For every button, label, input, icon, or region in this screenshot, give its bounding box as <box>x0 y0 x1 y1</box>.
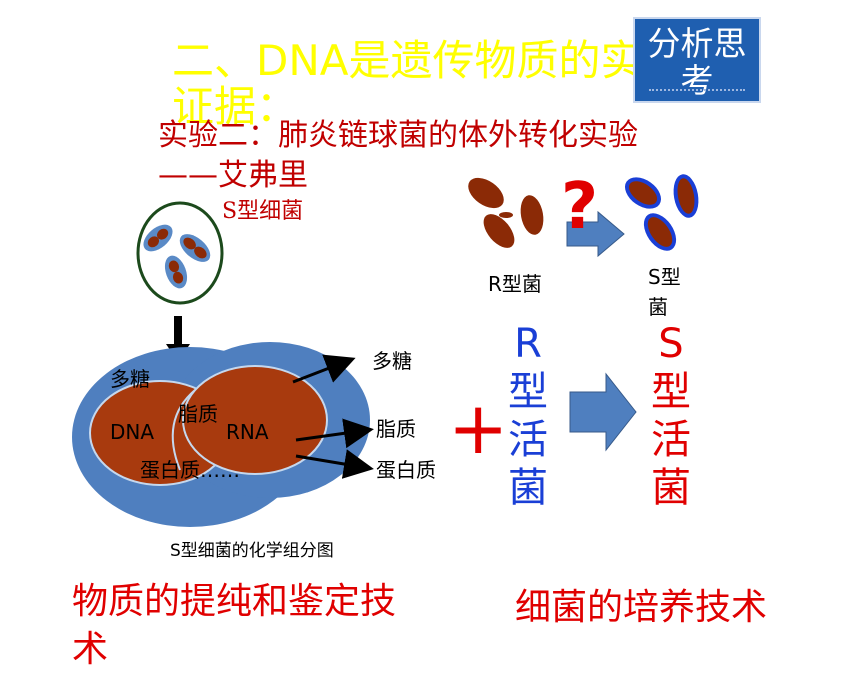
arrow-polysaccharide <box>292 354 356 384</box>
arrow-label-lipid: 脂质 <box>376 417 416 441</box>
rna-label: RNA <box>226 420 269 444</box>
s-live-char: 型 <box>651 369 691 415</box>
purification-technique-text: 物质的提纯和鉴定技术 <box>72 581 397 670</box>
s-bacteria-label: S型细菌 <box>222 199 304 224</box>
illustration-canvas <box>72 174 699 527</box>
r-live-char: 菌 <box>508 465 548 511</box>
r-bacteria-icon <box>468 177 544 248</box>
s-live-char: 活 <box>651 417 691 463</box>
r-live-char: R <box>514 321 542 367</box>
question-mark-icon: ? <box>561 170 599 244</box>
large-right-arrow-icon <box>569 372 637 452</box>
arrow-label-protein: 蛋白质 <box>376 458 436 482</box>
s-bacteria-short-label: S型菌 <box>648 265 681 319</box>
lipid-inner-label: 脂质 <box>178 402 218 426</box>
experiment-subtitle: 实验二：肺炎链球菌的体外转化实验——艾弗里 <box>158 118 638 193</box>
s-live-char: 菌 <box>651 465 691 511</box>
s-live-char: S <box>658 321 684 367</box>
plus-sign: + <box>448 386 509 470</box>
culture-technique-text: 细菌的培养技术 <box>515 587 768 628</box>
arrow-lipid <box>295 418 374 449</box>
badge-label: 分析思考 <box>647 24 747 100</box>
arrow-label-polysaccharide: 多糖 <box>372 349 412 373</box>
r-bacteria-label: R型菌 <box>488 272 542 296</box>
composition-caption: S型细菌的化学组分图 <box>170 541 334 561</box>
r-live-bacteria-label: R 型 活 菌 <box>505 320 551 512</box>
analysis-badge[interactable]: 分析思考 <box>633 17 761 103</box>
r-live-char: 活 <box>508 417 548 463</box>
s-live-bacteria-label: S 型 活 菌 <box>648 320 694 512</box>
protein-inner-label: 蛋白质…… <box>140 458 240 482</box>
arrow-protein <box>295 449 374 479</box>
r-live-char: 型 <box>508 369 548 415</box>
badge-dots <box>649 89 745 91</box>
small-right-arrow-icon <box>566 210 625 258</box>
s-bacterium-capsule-icon <box>136 201 224 305</box>
dna-label: DNA <box>110 420 155 444</box>
s-bacteria-icon <box>624 174 699 251</box>
outer-polysaccharide-label: 多糖 <box>110 367 150 391</box>
page-title: 二、DNA是遗传物质的实验证据： <box>172 36 685 131</box>
